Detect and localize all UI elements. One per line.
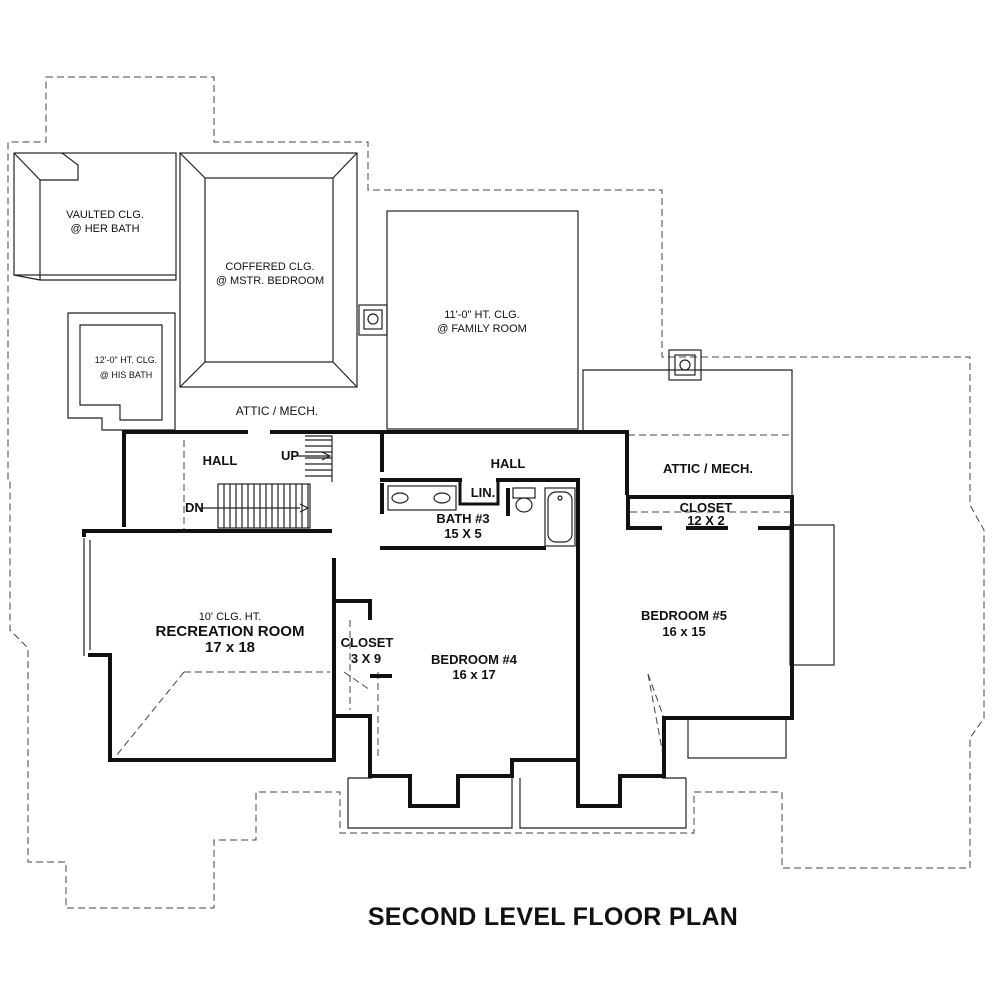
recreation-note: 10' CLG. HT. <box>199 611 262 623</box>
bath3-name: BATH #3 <box>436 511 489 526</box>
roof-outline <box>7 76 985 909</box>
bedroom5-name: BEDROOM #5 <box>641 608 727 623</box>
family-ceiling-line2: @ FAMILY ROOM <box>437 323 527 335</box>
walls <box>82 430 794 808</box>
recreation-size: 17 x 18 <box>205 639 255 656</box>
closet-left-size: 3 X 9 <box>351 651 381 666</box>
family-room-ceiling <box>386 210 579 430</box>
hall-center-label: HALL <box>491 456 526 471</box>
closet-right-size: 12 X 2 <box>687 513 725 528</box>
plan-title: SECOND LEVEL FLOOR PLAN <box>368 903 738 931</box>
linen-label: LIN. <box>471 485 496 500</box>
his-bath-ceiling-line1: 12'-0" HT. CLG. <box>95 355 157 365</box>
his-bath-ceiling <box>67 312 176 431</box>
right-attic-roof <box>582 369 835 759</box>
bedroom4-size: 16 x 17 <box>452 667 495 682</box>
master-bedroom-ceiling <box>179 152 358 388</box>
bath-fixtures <box>387 485 576 547</box>
chimney-flue-left <box>358 304 388 336</box>
master-ceiling-line1: COFFERED CLG. <box>225 261 314 273</box>
her-bath-ceiling <box>13 152 177 281</box>
attic-top-label: ATTIC / MECH. <box>236 404 318 418</box>
bedroom-dashed-lines <box>377 672 665 761</box>
recreation-name: RECREATION ROOM <box>156 623 305 640</box>
master-ceiling-line2: @ MSTR. BEDROOM <box>216 275 324 287</box>
bath3-size: 15 X 5 <box>444 526 482 541</box>
stairs <box>200 435 333 529</box>
bedroom5-size: 16 x 15 <box>662 624 705 639</box>
bedroom4-name: BEDROOM #4 <box>431 652 518 667</box>
closet-right-name: CLOSET <box>680 500 733 515</box>
family-ceiling-line1: 11'-0" HT. CLG. <box>444 309 520 321</box>
bay-windows <box>347 777 687 829</box>
chimney-flue-right <box>668 349 702 381</box>
hall-left-label: HALL <box>203 453 238 468</box>
her-bath-ceiling-line1: VAULTED CLG. <box>66 209 144 221</box>
stair-down-label: DN <box>185 500 204 515</box>
recreation-room-details <box>83 440 371 757</box>
closet-left-name: CLOSET <box>341 635 394 650</box>
attic-right-label: ATTIC / MECH. <box>663 461 753 476</box>
his-bath-ceiling-line2: @ HIS BATH <box>100 370 152 380</box>
stair-up-label: UP <box>281 448 299 463</box>
her-bath-ceiling-line2: @ HER BATH <box>70 223 139 235</box>
